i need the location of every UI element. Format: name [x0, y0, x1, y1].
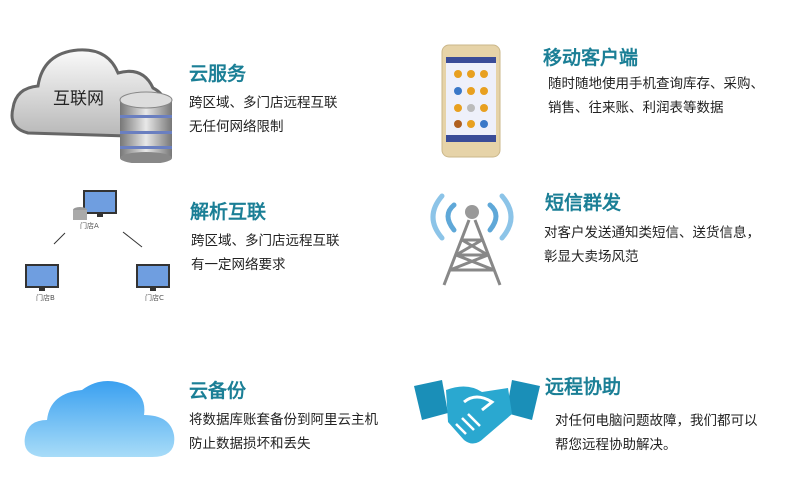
feature-line: 防止数据损坏和丢失 — [189, 436, 311, 452]
signal-tower-icon — [430, 193, 514, 286]
feature-line: 对任何电脑问题故障，我们都可以 — [555, 413, 758, 429]
node-label-c: 门店C — [145, 293, 164, 302]
feature-line: 彰显大卖场风范 — [544, 249, 639, 265]
node-label-b: 门店B — [36, 293, 55, 302]
feature-line: 有一定网络要求 — [191, 257, 286, 273]
handshake-icon — [414, 380, 540, 444]
mobile-phone-icon — [441, 44, 501, 158]
feature-title-resolve-interconnect: 解析互联 — [190, 201, 267, 223]
network-diagram-icon: 门店A 门店B 门店C — [25, 190, 170, 302]
feature-title-remote-assistance: 远程协助 — [545, 376, 622, 398]
feature-line: 帮您远程协助解决。 — [555, 437, 677, 453]
feature-title-cloud-backup: 云备份 — [189, 380, 247, 402]
feature-line: 将数据库账套备份到阿里云主机 — [189, 412, 378, 428]
feature-line: 对客户发送通知类短信、送货信息， — [544, 225, 760, 241]
cloud-label: 互联网 — [53, 89, 104, 109]
feature-line: 跨区域、多门店远程互联 — [191, 233, 340, 249]
feature-title-cloud-service: 云服务 — [189, 63, 247, 85]
feature-title-mobile-client: 移动客户端 — [543, 47, 639, 69]
cloud-icon — [24, 381, 175, 457]
cloud-server-icon: 互联网 — [10, 48, 173, 163]
node-label-a: 门店A — [80, 221, 99, 230]
feature-line: 无任何网络限制 — [189, 119, 284, 135]
feature-title-sms-broadcast: 短信群发 — [545, 192, 622, 214]
feature-line: 跨区域、多门店远程互联 — [189, 95, 338, 111]
feature-line: 随时随地使用手机查询库存、采购、 — [548, 76, 764, 92]
feature-line: 销售、往来账、利润表等数据 — [548, 100, 724, 116]
